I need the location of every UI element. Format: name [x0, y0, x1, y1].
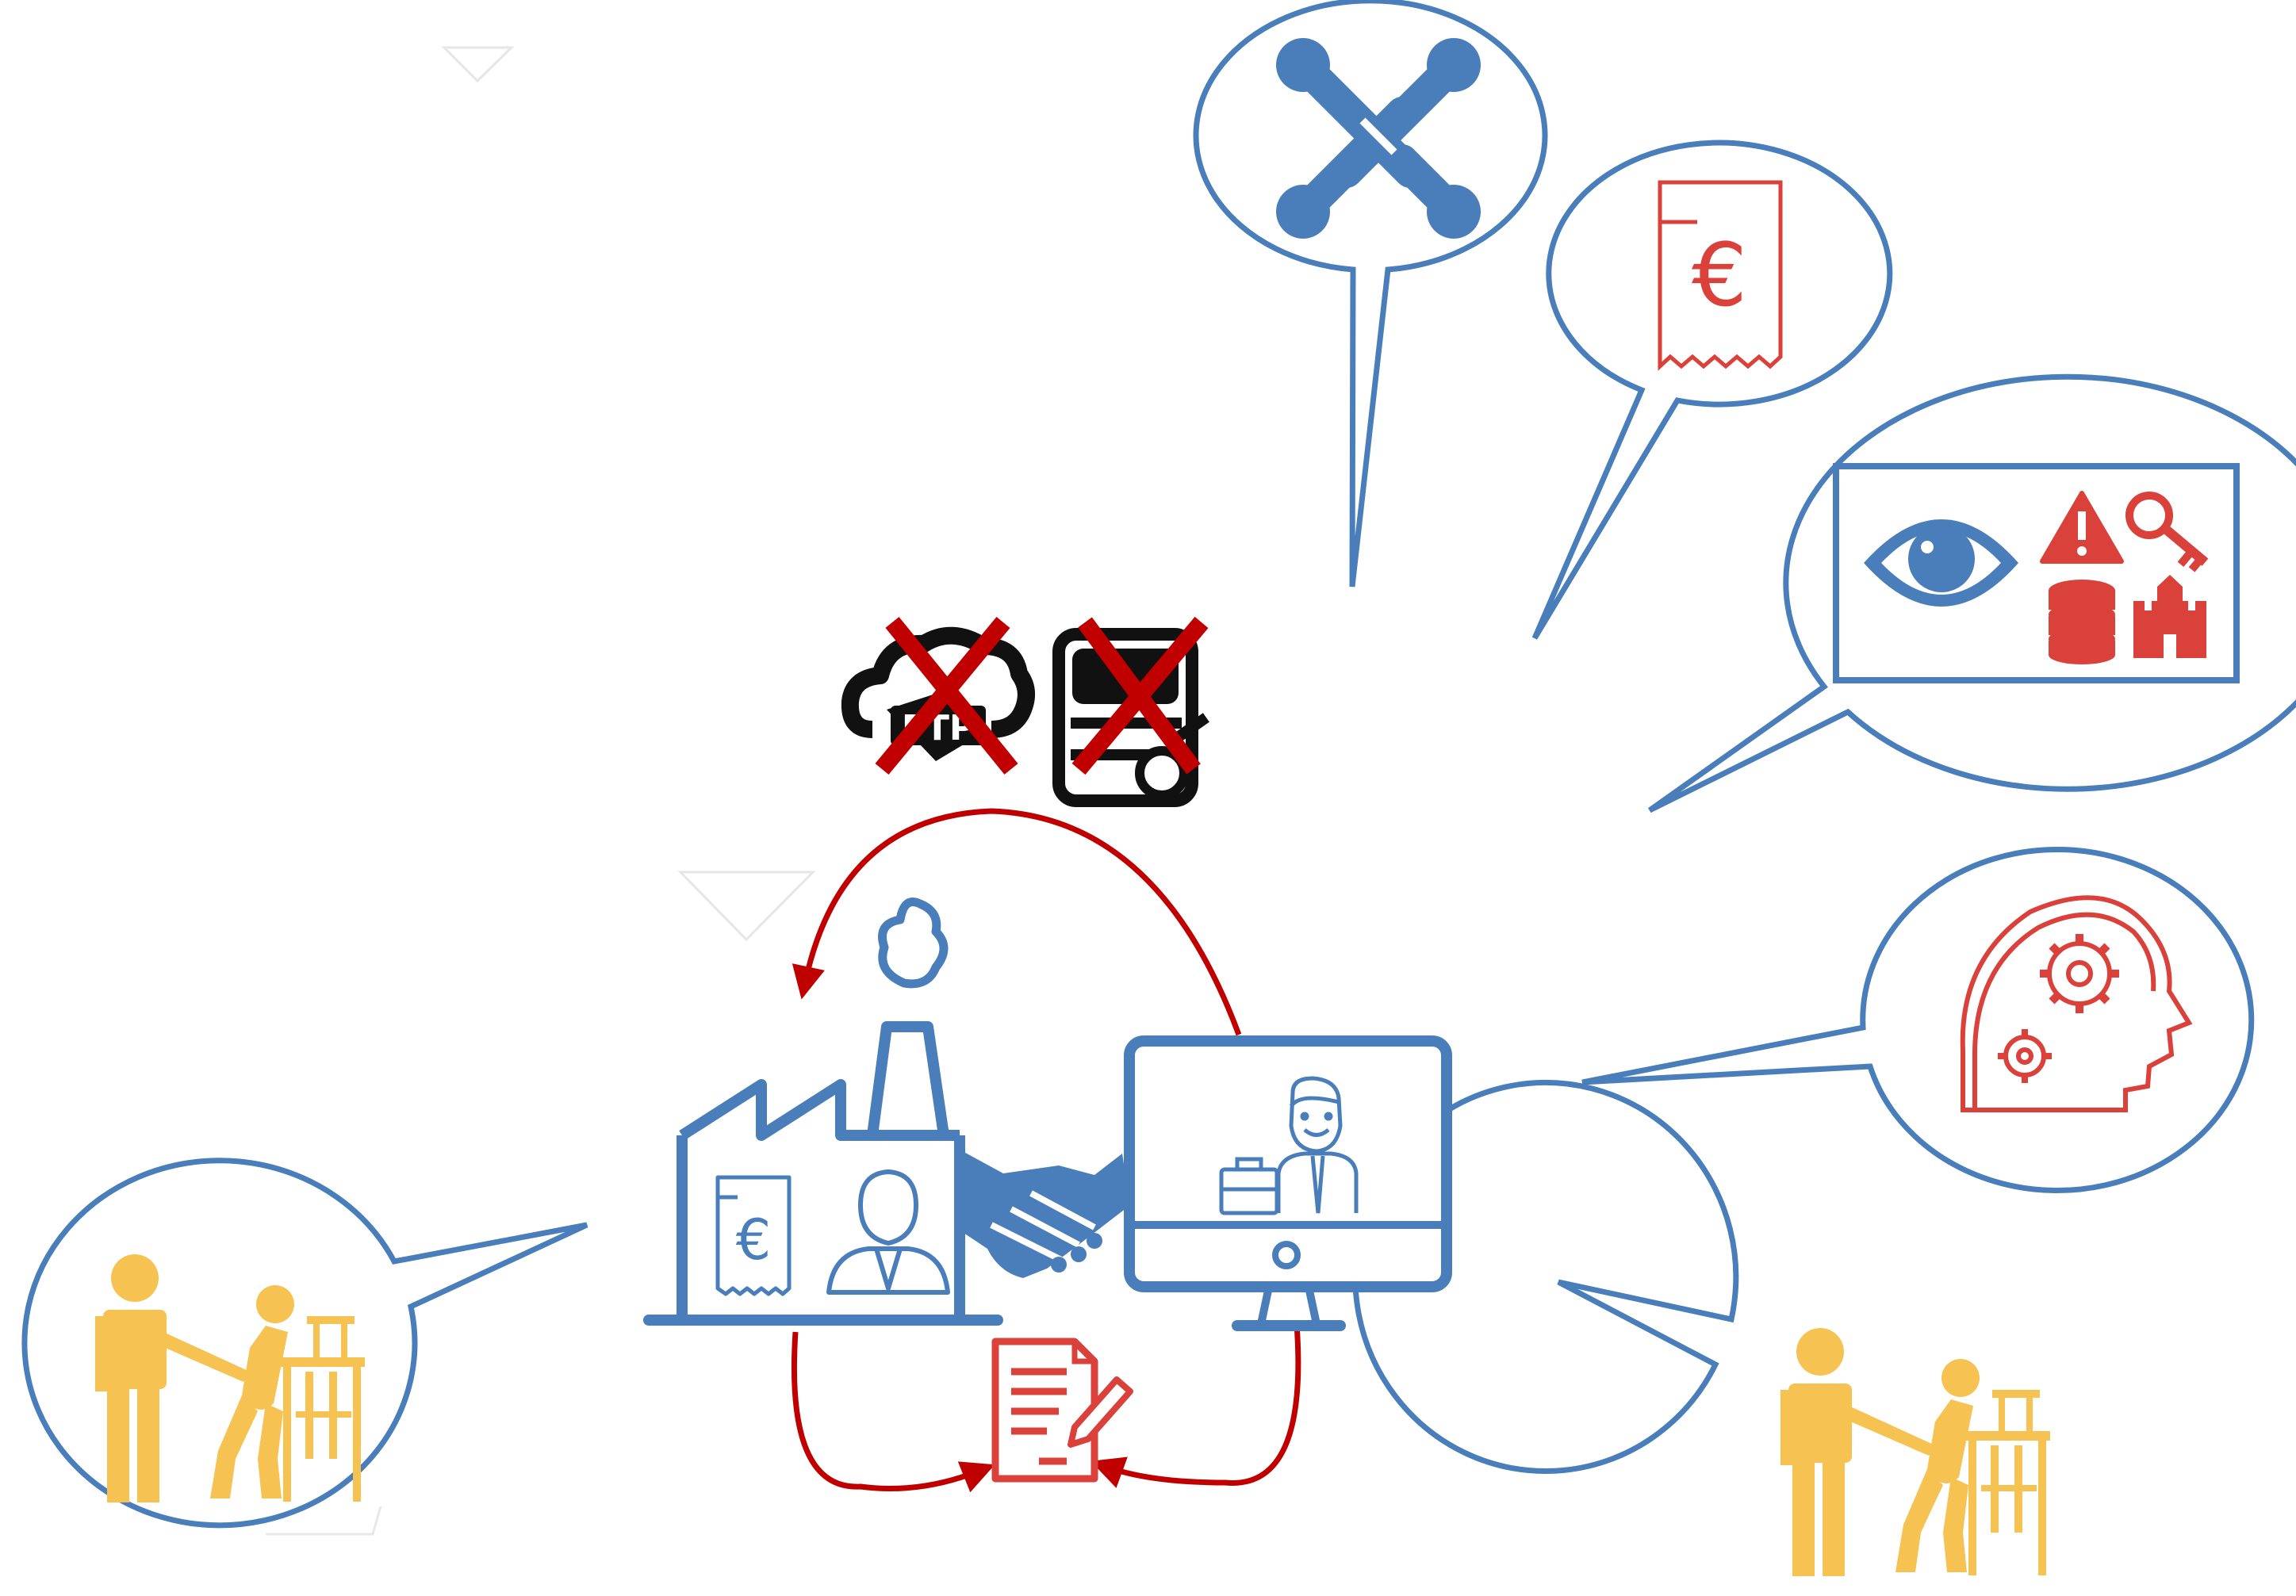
database-key-icon	[1052, 628, 1209, 807]
red-x-icon-ftp	[875, 616, 1018, 775]
arrow-monitor-to-factory	[792, 808, 1242, 1036]
key-icon	[2125, 492, 2209, 572]
teacher-student-icon-right	[1780, 1328, 2050, 1576]
handshake-icon	[960, 1150, 1130, 1278]
red-x-icon-database	[1071, 616, 1209, 775]
faint-mark	[266, 1506, 382, 1536]
eye-icon	[1864, 519, 2018, 607]
speech-bubble-head-gears	[1581, 847, 2255, 1193]
arrow-monitor-to-contract	[1091, 1323, 1301, 1488]
speech-bubble-joomla	[1193, 0, 1548, 587]
castle-icon	[2133, 575, 2206, 658]
euro-invoice-icon: €	[1658, 180, 1783, 371]
faint-triangle-middle	[677, 871, 816, 942]
warning-icon	[2040, 491, 2124, 564]
euro-symbol-factory: €	[736, 1208, 772, 1273]
speech-bubble-security	[1647, 373, 2296, 813]
signed-contract-icon	[991, 1338, 1133, 1483]
factory-icon	[643, 898, 1003, 1326]
teacher-student-icon-left	[95, 1254, 365, 1502]
speech-bubble-teacher-left	[21, 1158, 588, 1529]
euro-symbol-invoice: €	[1692, 224, 1747, 326]
speech-bubble-invoice: €	[1531, 140, 1893, 640]
arrow-factory-to-contract	[791, 1331, 995, 1493]
head-gears-icon	[1960, 895, 2193, 1112]
faint-triangle-top	[441, 46, 515, 83]
database-icon	[2049, 580, 2115, 664]
computer-monitor-icon	[1124, 1035, 1452, 1331]
joomla-logo-icon	[1276, 38, 1481, 239]
